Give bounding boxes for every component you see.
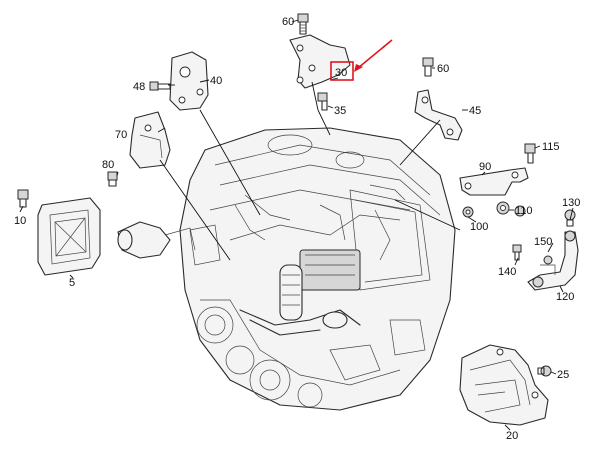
bolt-130-icon (564, 209, 576, 227)
callout-110: 110 (515, 205, 533, 217)
bolt-60-right-icon (422, 57, 434, 77)
callout-10: 10 (14, 215, 26, 227)
nut-110-icon (496, 201, 526, 217)
callout-20: 20 (506, 430, 518, 442)
bolt-48-icon (149, 81, 171, 91)
callout-100: 100 (470, 221, 488, 233)
callout-140: 140 (498, 266, 516, 278)
bolt-35-icon (317, 92, 328, 111)
callout-60-right: 60 (437, 63, 449, 75)
callout-70: 70 (115, 129, 127, 141)
callout-115: 115 (542, 141, 560, 153)
cover-5-icon (37, 197, 101, 276)
callout-35: 35 (334, 105, 346, 117)
bolt-25-icon (537, 365, 552, 377)
callout-130: 130 (562, 197, 580, 209)
heat-shield-20-icon (459, 344, 549, 426)
callout-25: 25 (557, 369, 569, 381)
callout-120: 120 (556, 291, 574, 303)
callout-labels: 60 30 60 48 40 35 45 70 115 90 80 10 110… (14, 16, 580, 442)
bolt-60-top-icon (297, 13, 309, 35)
pipe-120-icon (527, 230, 579, 291)
bracket-90-icon (459, 167, 529, 196)
callout-80: 80 (102, 159, 114, 171)
highlight-arrowhead-icon (354, 64, 363, 72)
callout-48: 48 (133, 81, 145, 93)
callout-60-top: 60 (282, 16, 294, 28)
bolt-115-icon (524, 143, 536, 164)
leader-lines (19, 19, 574, 431)
highlight-marker (330, 39, 393, 81)
bolt-140-icon (512, 244, 522, 261)
nut-100-icon (462, 206, 474, 218)
bracket-45-icon (414, 89, 463, 141)
bracket-30-icon (289, 34, 351, 89)
bracket-40-icon (169, 51, 209, 111)
callout-150: 150 (534, 236, 552, 248)
highlight-arrow (357, 39, 393, 69)
callout-45: 45 (469, 105, 481, 117)
clip-150-icon (543, 255, 553, 265)
bracket-70-icon (129, 111, 171, 169)
callout-30: 30 (335, 67, 347, 79)
callout-40: 40 (210, 75, 222, 87)
callout-90: 90 (479, 161, 491, 173)
engine-assembly (117, 127, 456, 411)
bolt-80-icon (107, 171, 118, 187)
bolt-10-icon (17, 189, 29, 208)
callout-30-highlight-box (330, 61, 354, 81)
callout-5: 5 (69, 277, 75, 289)
